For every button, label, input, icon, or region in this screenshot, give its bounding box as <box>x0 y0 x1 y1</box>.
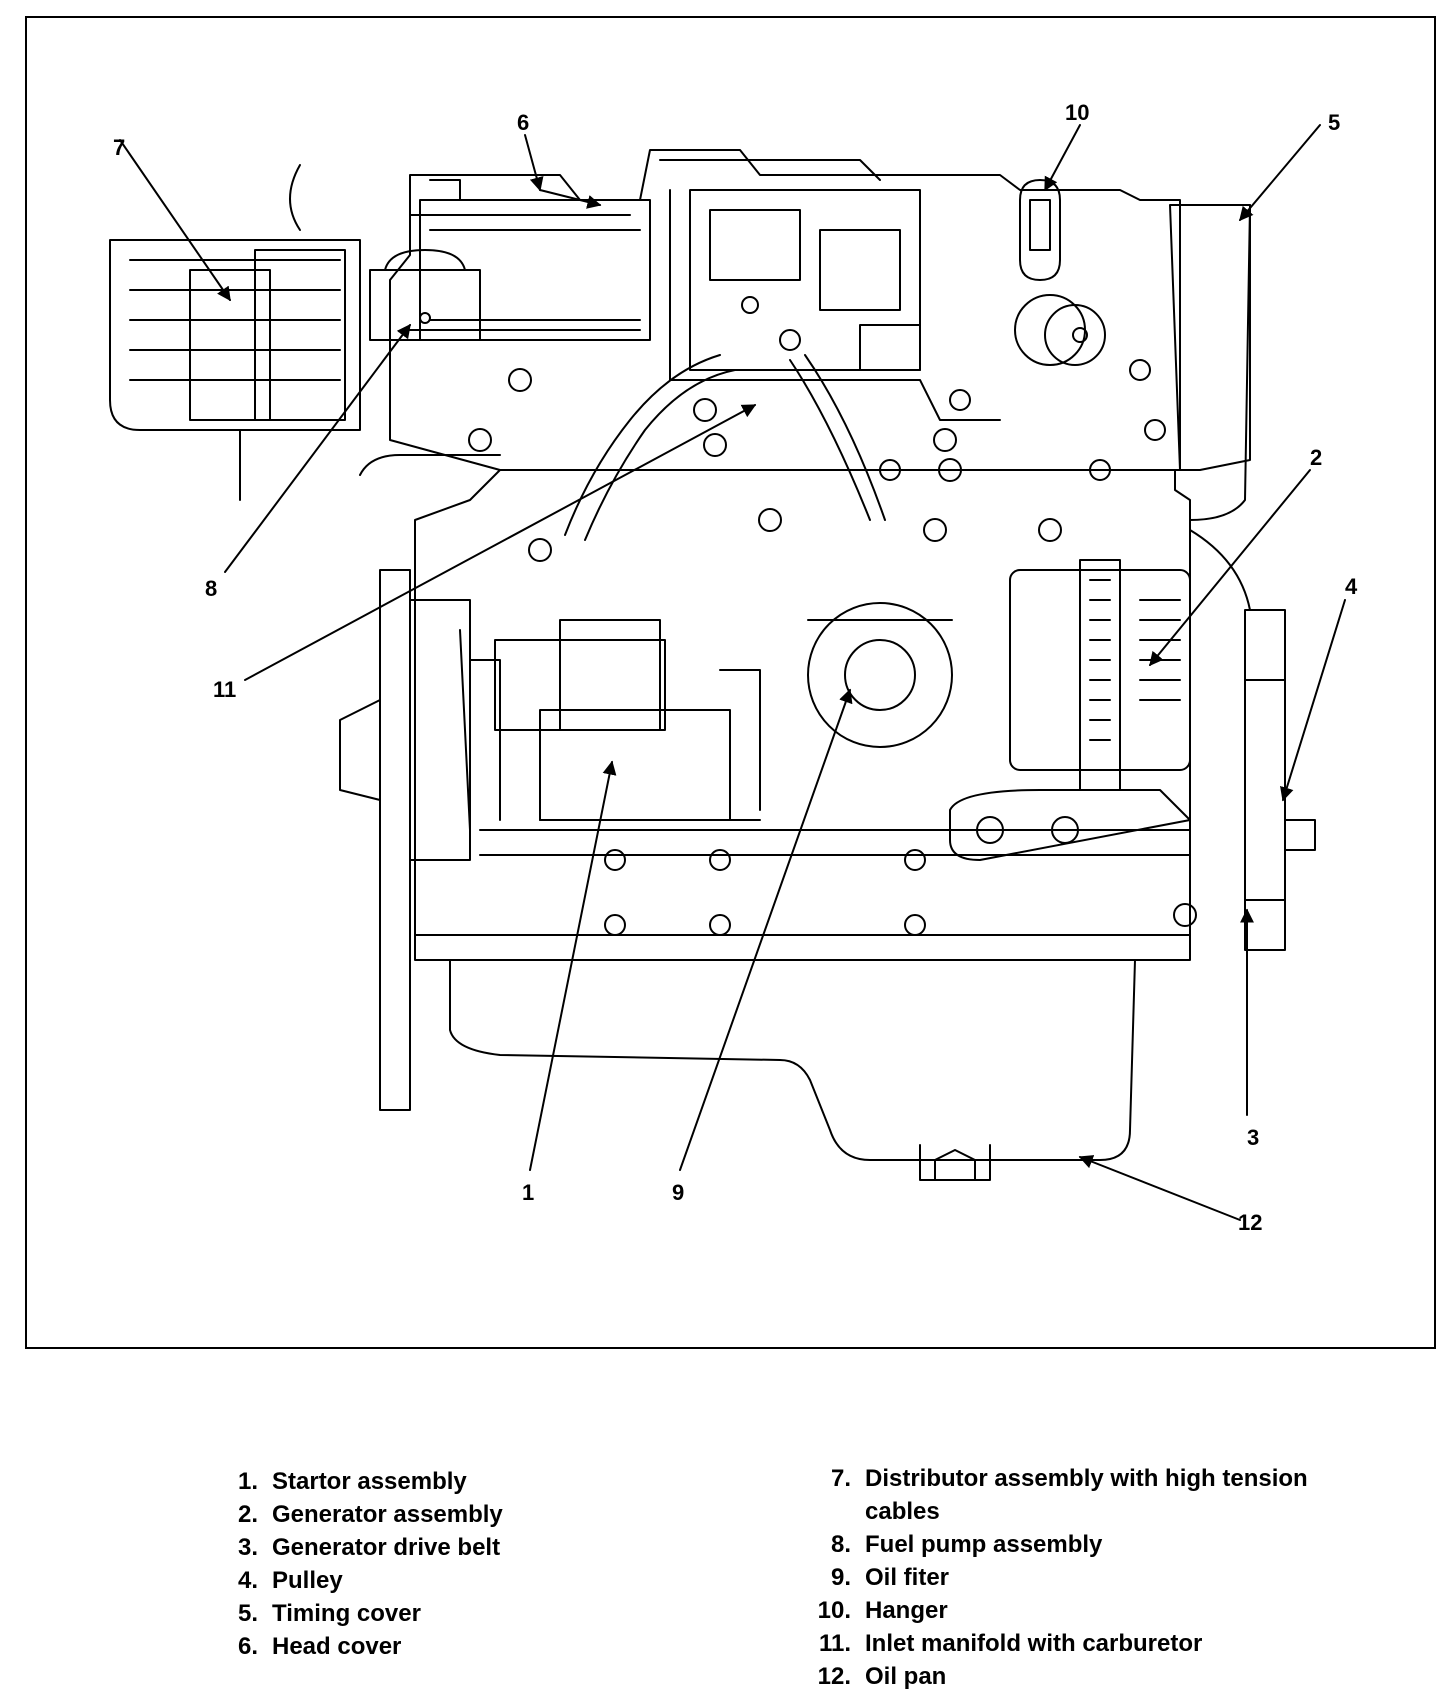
leader-11 <box>244 404 757 681</box>
legend-number: 3. <box>237 1534 258 1561</box>
legend-item: 3. Generator drive belt <box>210 1531 503 1564</box>
starter <box>459 619 761 831</box>
fuel-pump <box>359 249 501 476</box>
figure-frame <box>25 16 1436 1349</box>
callout-10: 10 <box>1065 100 1089 125</box>
leader-lines <box>119 124 1346 1221</box>
legend-number: 1. <box>237 1468 258 1495</box>
leader-5 <box>1239 124 1321 222</box>
legend-number: 7. <box>830 1465 851 1492</box>
legend-text: Oil fiter <box>865 1564 950 1591</box>
leader-7 <box>119 139 231 302</box>
leader-2 <box>1149 469 1311 667</box>
callout-1: 1 <box>522 1180 534 1205</box>
legend-item: 2. Generator assembly <box>210 1498 503 1531</box>
callout-labels: 1 2 3 4 5 6 7 8 9 10 11 12 <box>113 100 1358 1235</box>
callout-5: 5 <box>1328 110 1340 135</box>
legend-number: 8. <box>830 1531 851 1558</box>
legend-right-column: 7. Distributor assembly with high tension… <box>803 1462 1403 1693</box>
leader-10 <box>1044 124 1081 192</box>
leader-6b <box>539 189 602 209</box>
legend-number: 2. <box>237 1501 258 1528</box>
legend-number: 4. <box>237 1567 258 1594</box>
cylinder-head <box>389 149 1181 471</box>
hanger <box>1019 179 1061 281</box>
callout-3: 3 <box>1247 1125 1259 1150</box>
legend-number: 12. <box>817 1663 851 1690</box>
legend-text: Pulley <box>272 1567 343 1594</box>
leader-1 <box>529 760 617 1171</box>
engine-diagram: 1 2 3 4 5 6 7 8 9 10 11 12 <box>109 100 1358 1235</box>
leader-8 <box>224 323 411 573</box>
legend-number: 11. <box>818 1630 851 1657</box>
legend-text: Generator drive belt <box>272 1534 501 1561</box>
leader-4 <box>1280 599 1346 802</box>
legend-number: 5. <box>237 1600 258 1627</box>
legend-number: 10. <box>817 1597 851 1624</box>
legend-text: Head cover <box>272 1633 402 1660</box>
legend-item: 7. Distributor assembly with high tension… <box>803 1462 1403 1528</box>
legend-item: 4. Pulley <box>210 1564 503 1597</box>
legend-item: 5. Timing cover <box>210 1597 503 1630</box>
legend-item: 12. Oil pan <box>803 1660 1403 1693</box>
leader-9 <box>679 688 853 1171</box>
legend-left-column: 1.Startor assembly 2.Generator assembly … <box>210 1465 503 1663</box>
legend-text: Timing cover <box>272 1600 421 1627</box>
leader-6 <box>524 134 544 192</box>
legend-item: 11. Inlet manifold with carburetor <box>803 1627 1403 1660</box>
callout-8: 8 <box>205 576 217 601</box>
legend-text: Startor assembly <box>272 1468 467 1495</box>
legend-item: 1. Startor assembly <box>210 1465 503 1498</box>
legend-text: Fuel pump assembly <box>865 1531 1103 1558</box>
leader-12 <box>1078 1155 1241 1221</box>
oil-filter <box>807 602 953 748</box>
oil-pan <box>449 959 1136 1181</box>
callout-6: 6 <box>517 110 529 135</box>
callout-9: 9 <box>672 1180 684 1205</box>
generator <box>949 559 1191 861</box>
legend-text: Inlet manifold with carburetor <box>865 1630 1203 1657</box>
callout-2: 2 <box>1310 445 1322 470</box>
legend-item: 9. Oil fiter <box>803 1561 1403 1594</box>
valve-unit <box>1014 294 1106 366</box>
legend-text: Oil pan <box>865 1663 947 1690</box>
distributor <box>109 164 361 501</box>
timing-cover <box>1169 204 1251 471</box>
legend-number: 6. <box>237 1633 258 1660</box>
legend-item: 6. Head cover <box>210 1630 503 1663</box>
legend-text: Distributor assembly with high tension c… <box>865 1465 1308 1525</box>
legend-item: 10. Hanger <box>803 1594 1403 1627</box>
legend-number: 9. <box>830 1564 851 1591</box>
bolts <box>468 359 1197 936</box>
callout-11: 11 <box>213 677 236 702</box>
callout-4: 4 <box>1345 574 1358 599</box>
pulley-belt <box>1189 204 1316 951</box>
callout-7: 7 <box>113 135 125 160</box>
flywheel-housing <box>339 569 471 1111</box>
carburetor <box>659 159 1001 421</box>
legend-text: Hanger <box>865 1597 948 1624</box>
callout-12: 12 <box>1238 1210 1262 1235</box>
legend-text: Generator assembly <box>272 1501 503 1528</box>
legend-item: 8. Fuel pump assembly <box>803 1528 1403 1561</box>
